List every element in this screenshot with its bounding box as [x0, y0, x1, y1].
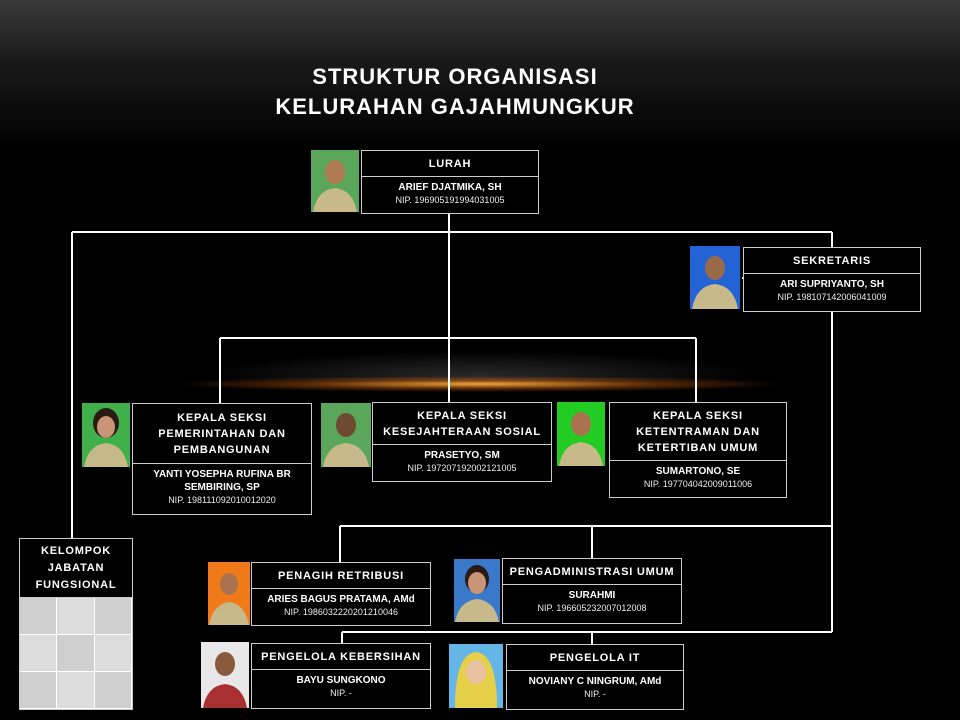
penagih-nip: NIP. 1986032220201210046 — [284, 607, 398, 617]
fungsional-grid — [20, 598, 132, 709]
kelompok-jabatan-fungsional-label: KELOMPOK JABATAN FUNGSIONAL — [20, 539, 132, 598]
kasi-kesejahteraan-name: PRASETYO, SM — [424, 450, 500, 461]
pengadministrasi-name: SURAHMI — [568, 590, 616, 601]
lurah-box: LURAH ARIEF DJATMIKA, SH NIP. 1969051919… — [361, 150, 539, 214]
kebersihan-box: PENGELOLA KEBERSIHAN BAYU SUNGKONO NIP. … — [251, 643, 431, 709]
grid-cell — [20, 598, 58, 635]
pengadministrasi-position: PENGADMINISTRASI UMUM — [503, 559, 681, 585]
sekretaris-position: SEKRETARIS — [744, 248, 920, 274]
kasi-kesejahteraan-photo — [321, 403, 371, 467]
kasi-pemerintahan-box: KEPALA SEKSI PEMERINTAHAN DAN PEMBANGUNA… — [132, 403, 312, 515]
kasi-ketentraman-position: KEPALA SEKSI KETENTRAMAN DAN KETERTIBAN … — [610, 403, 786, 461]
it-name: NOVIANY C NINGRUM, AMd — [528, 676, 662, 687]
pengadministrasi-nip: NIP. 196605232007012008 — [537, 603, 647, 613]
grid-cell — [20, 635, 58, 672]
pengadministrasi-photo — [454, 559, 500, 622]
kelompok-jabatan-fungsional-box: KELOMPOK JABATAN FUNGSIONAL — [19, 538, 133, 710]
title-line-2: KELURAHAN GAJAHMUNGKUR — [275, 94, 635, 119]
grid-cell — [94, 598, 132, 635]
kebersihan-nip: NIP. - — [330, 688, 352, 698]
sekretaris-name: ARI SUPRIYANTO, SH — [780, 279, 884, 290]
lurah-photo — [311, 150, 359, 212]
kebersihan-photo — [201, 642, 249, 708]
sekretaris-box: SEKRETARIS ARI SUPRIYANTO, SH NIP. 19810… — [743, 247, 921, 312]
grid-cell — [57, 672, 95, 709]
kasi-ketentraman-photo — [557, 402, 605, 466]
sekretaris-photo — [690, 246, 740, 309]
orange-light-streak — [0, 370, 960, 400]
penagih-name: ARIES BAGUS PRATAMA, AMd — [267, 594, 415, 605]
kasi-pemerintahan-photo — [82, 403, 130, 467]
grid-cell — [94, 672, 132, 709]
grid-cell — [94, 635, 132, 672]
kasi-ketentraman-box: KEPALA SEKSI KETENTRAMAN DAN KETERTIBAN … — [609, 402, 787, 498]
grid-cell — [57, 598, 95, 635]
kasi-kesejahteraan-box: KEPALA SEKSI KESEJAHTERAAN SOSIAL PRASET… — [372, 402, 552, 482]
pengadministrasi-box: PENGADMINISTRASI UMUM SURAHMI NIP. 19660… — [502, 558, 682, 624]
kebersihan-name: BAYU SUNGKONO — [296, 675, 386, 686]
lurah-name: ARIEF DJATMIKA, SH — [398, 182, 502, 193]
kebersihan-position: PENGELOLA KEBERSIHAN — [252, 644, 430, 670]
penagih-box: PENAGIH RETRIBUSI ARIES BAGUS PRATAMA, A… — [251, 562, 431, 626]
penagih-photo — [208, 562, 250, 625]
it-position: PENGELOLA IT — [507, 645, 683, 671]
kasi-pemerintahan-position: KEPALA SEKSI PEMERINTAHAN DAN PEMBANGUNA… — [133, 404, 311, 464]
grid-cell — [20, 672, 58, 709]
kasi-kesejahteraan-position: KEPALA SEKSI KESEJAHTERAAN SOSIAL — [373, 403, 551, 445]
title-line-1: STRUKTUR ORGANISASI — [312, 64, 598, 89]
kasi-ketentraman-nip: NIP. 197704042009011006 — [643, 479, 753, 489]
kasi-pemerintahan-name: YANTI YOSEPHA RUFINA BR SEMBIRING, SP — [153, 469, 291, 493]
lurah-nip: NIP. 196905191994031005 — [395, 195, 505, 205]
it-nip: NIP. - — [584, 689, 606, 699]
penagih-position: PENAGIH RETRIBUSI — [252, 563, 430, 589]
it-box: PENGELOLA IT NOVIANY C NINGRUM, AMd NIP.… — [506, 644, 684, 710]
lurah-position: LURAH — [362, 151, 538, 177]
sekretaris-nip: NIP. 198107142006041009 — [777, 292, 887, 302]
kasi-ketentraman-name: SUMARTONO, SE — [655, 466, 741, 477]
kasi-kesejahteraan-nip: NIP. 197207192002121005 — [407, 463, 517, 473]
it-photo — [449, 644, 503, 708]
grid-cell — [57, 635, 95, 672]
kasi-pemerintahan-nip: NIP. 198111092010012020 — [168, 495, 276, 505]
